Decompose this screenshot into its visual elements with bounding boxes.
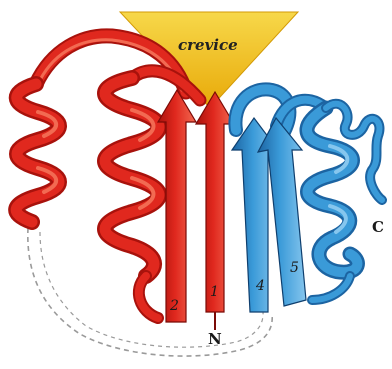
blue-helix-right xyxy=(307,104,382,300)
strand-label-5: 5 xyxy=(290,260,299,276)
n-terminus-label: N xyxy=(208,330,222,348)
red-helix-middle xyxy=(105,78,159,318)
strand-label-4: 4 xyxy=(255,278,265,294)
red-helix-left xyxy=(16,84,59,222)
crevice-label: crevice xyxy=(178,36,238,54)
c-terminus-label: C xyxy=(372,218,384,236)
strand-label-1: 1 xyxy=(210,284,219,300)
strand-label-2: 2 xyxy=(169,298,179,314)
